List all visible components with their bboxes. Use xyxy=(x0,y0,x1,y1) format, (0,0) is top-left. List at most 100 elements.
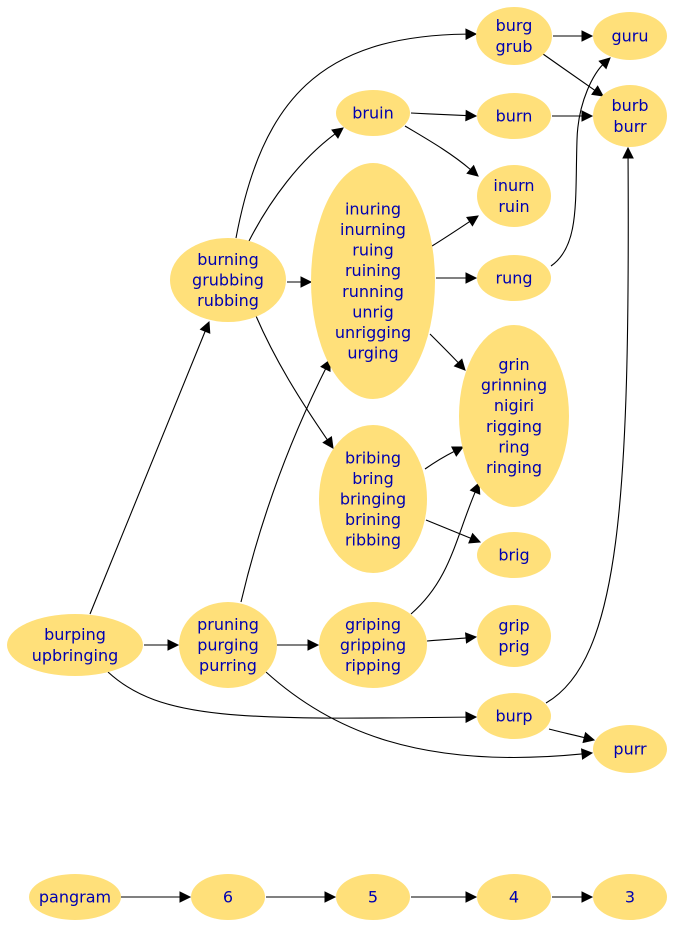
arrowhead-icon xyxy=(466,215,479,227)
edge-burp-to-burb_burr xyxy=(545,146,634,704)
node-ellipse xyxy=(319,425,427,573)
arrowhead-icon xyxy=(324,891,337,903)
node-ellipse xyxy=(311,163,435,399)
edge-line xyxy=(255,315,328,441)
node-ellipse xyxy=(336,874,410,920)
node-label: rung xyxy=(495,269,532,288)
node-ellipse xyxy=(319,602,427,688)
node-label: unrigging xyxy=(335,323,411,342)
node-label: urging xyxy=(347,344,398,363)
node-n5: 5 xyxy=(336,874,410,920)
edge-n4-to-n3 xyxy=(552,891,594,903)
arrowhead-icon xyxy=(591,85,604,97)
edge-n5-to-n4 xyxy=(411,891,478,903)
node-label: ring xyxy=(498,437,529,456)
node-label: bring xyxy=(352,469,393,488)
arrowhead-icon xyxy=(582,731,596,744)
node-label: purring xyxy=(199,656,257,675)
node-label: 5 xyxy=(368,888,378,907)
edge-burning_group-to-bribing_group xyxy=(255,315,334,449)
node-ellipse xyxy=(477,605,551,667)
edge-inuring_group-to-rung xyxy=(436,272,478,284)
edge-pruning_group-to-purr xyxy=(265,671,594,760)
node-label: bribing xyxy=(345,448,401,467)
node-label: nigiri xyxy=(494,396,534,415)
node-brig: brig xyxy=(477,532,551,578)
node-label: pruning xyxy=(197,615,259,634)
node-ellipse xyxy=(7,614,143,676)
node-rung: rung xyxy=(477,255,551,301)
arrowhead-icon xyxy=(581,110,594,122)
node-label: prig xyxy=(498,637,529,656)
edge-bribing_group-to-brig xyxy=(425,519,482,544)
edge-pangram-to-n6 xyxy=(121,891,192,903)
arrowhead-icon xyxy=(465,109,478,122)
node-purr: purr xyxy=(593,725,667,773)
arrowhead-icon xyxy=(465,891,478,903)
node-label: burb xyxy=(611,96,648,115)
node-ellipse xyxy=(477,693,551,739)
node-n4: 4 xyxy=(477,874,551,920)
arrowhead-icon xyxy=(322,436,334,449)
edge-burg_grub-to-burb_burr xyxy=(542,53,604,97)
node-label: upbringing xyxy=(32,646,119,665)
edge-burning_group-to-burg_grub xyxy=(235,28,478,239)
node-ellipse xyxy=(29,874,121,920)
edge-line xyxy=(265,671,583,759)
arrowhead-icon xyxy=(465,28,478,40)
node-label: inuring xyxy=(345,199,401,218)
node-label: burg xyxy=(496,16,533,35)
node-ellipse xyxy=(191,874,265,920)
edge-line xyxy=(426,637,467,642)
node-label: ruin xyxy=(498,197,529,216)
edge-line xyxy=(548,728,585,739)
node-ellipse xyxy=(477,255,551,301)
node-label: 4 xyxy=(509,888,519,907)
node-label: burn xyxy=(496,107,533,126)
edge-rung-to-guru xyxy=(550,57,611,267)
edge-line xyxy=(235,33,467,239)
edge-burg_grub-to-guru xyxy=(553,30,594,42)
node-burp: burp xyxy=(477,693,551,739)
node-pangram: pangram xyxy=(29,874,121,920)
node-burb-burr: burb burr xyxy=(593,85,667,147)
edge-line xyxy=(410,492,476,615)
node-label: inurning xyxy=(340,220,406,239)
arrowhead-icon xyxy=(581,891,594,903)
node-label: burning xyxy=(197,250,258,269)
node-label: 3 xyxy=(625,888,635,907)
arrowhead-icon xyxy=(581,30,594,42)
node-inuring-group: inuringinurningruingruiningrunningunrigu… xyxy=(311,163,435,399)
arrowhead-icon xyxy=(466,164,479,177)
node-label: inurn xyxy=(493,176,534,195)
node-label: rubbing xyxy=(197,291,259,310)
node-label: 6 xyxy=(223,888,233,907)
node-label: ripping xyxy=(345,656,401,675)
edge-line xyxy=(425,519,471,539)
arrowhead-icon xyxy=(464,632,478,644)
edge-line xyxy=(550,64,604,267)
node-ellipse xyxy=(593,725,667,773)
node-label: ruining xyxy=(345,261,401,280)
arrowhead-icon xyxy=(167,639,180,651)
node-bruin: bruin xyxy=(336,90,410,136)
edge-burning_group-to-bruin xyxy=(248,127,344,242)
node-label: burr xyxy=(613,117,647,136)
node-ellipse xyxy=(477,93,551,139)
node-ellipse xyxy=(476,7,552,65)
node-ellipse xyxy=(593,12,667,60)
edge-burping_group-to-pruning_group xyxy=(144,639,180,651)
node-label: purging xyxy=(197,636,259,655)
node-n3: 3 xyxy=(593,874,667,920)
edge-line xyxy=(248,133,336,242)
edge-bribing_group-to-grin_group xyxy=(424,446,464,470)
node-ellipse xyxy=(170,238,286,322)
edge-bruin-to-burn xyxy=(410,109,478,122)
node-label: brining xyxy=(345,510,401,529)
node-ellipse xyxy=(336,90,410,136)
